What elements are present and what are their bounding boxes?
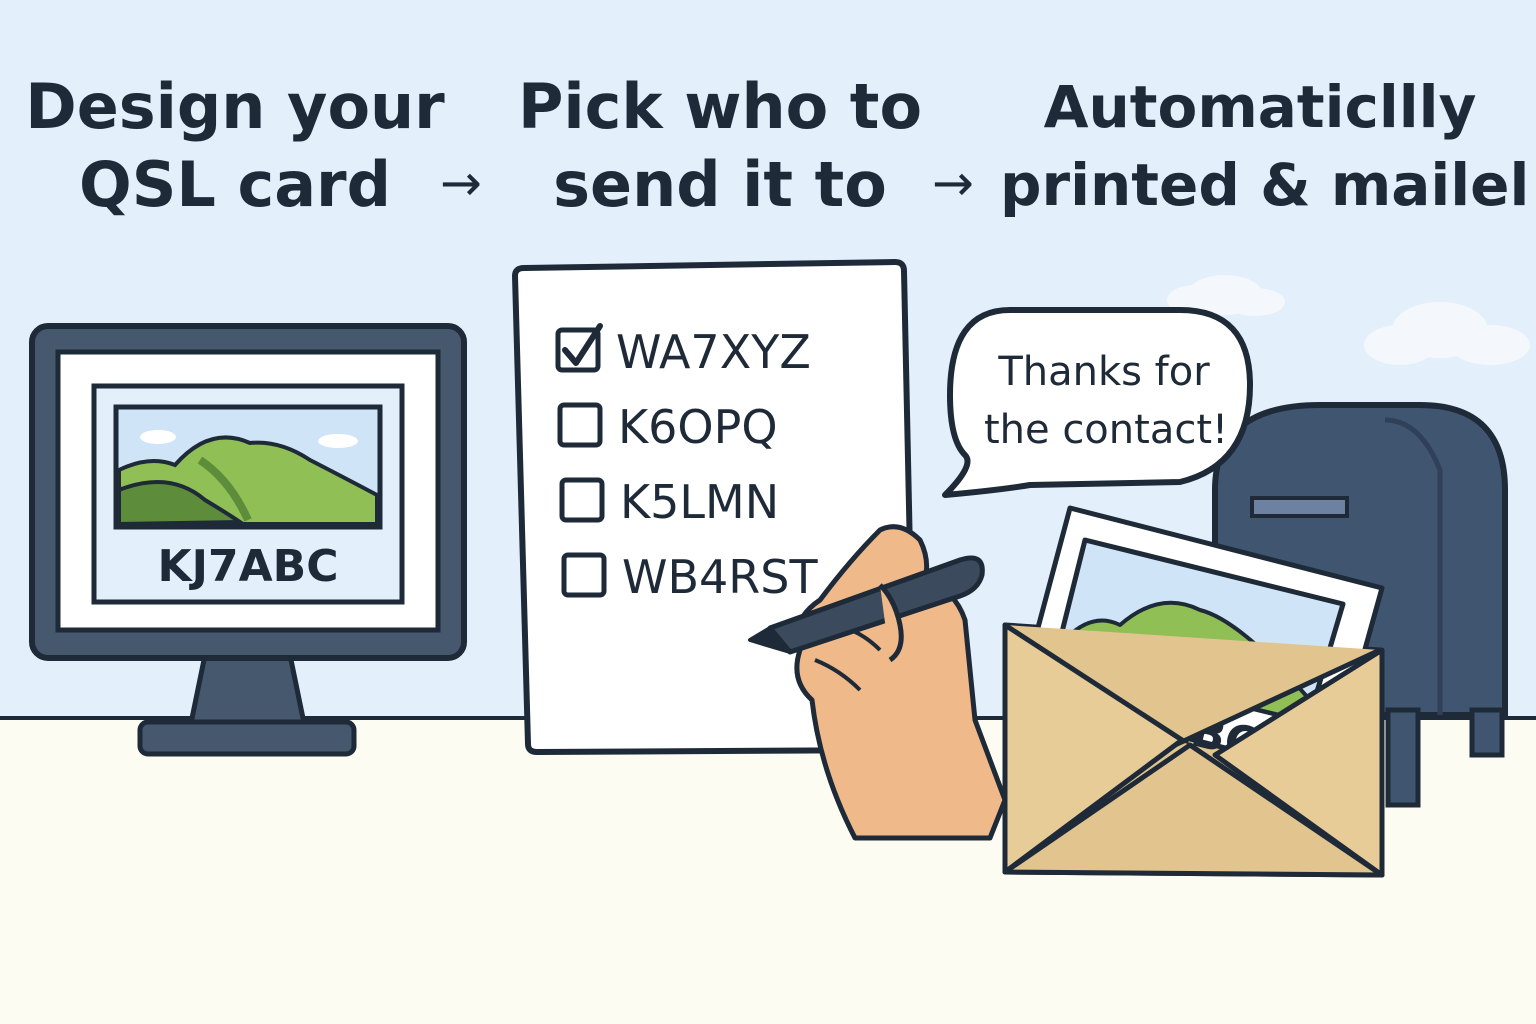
hand-with-pen-icon bbox=[748, 524, 1008, 841]
step-1-heading: Design your QSL card bbox=[20, 68, 450, 224]
recipient-row[interactable]: K5LMN bbox=[559, 475, 779, 529]
envelope-icon: KJABC bbox=[1002, 505, 1385, 878]
step-3-line-1: Automaticllly bbox=[1043, 73, 1477, 141]
step-3-line-2: printed & mailel bbox=[1000, 151, 1530, 219]
arrow-icon: → bbox=[932, 154, 974, 212]
cloud-icon bbox=[1364, 302, 1530, 365]
monitor-icon: KJ7ABC bbox=[29, 323, 467, 757]
pen-icon bbox=[748, 555, 985, 655]
speech-bubble: Thanks for the contact! bbox=[942, 307, 1253, 498]
recipient-checkbox[interactable] bbox=[559, 477, 605, 523]
arrow-icon: → bbox=[440, 154, 482, 212]
recipient-callsign: K5LMN bbox=[620, 475, 779, 529]
card-callsign: KJ7ABC bbox=[158, 541, 339, 592]
step-2-heading: Pick who to send it to bbox=[510, 68, 930, 224]
speech-bubble-line-1: Thanks for bbox=[997, 349, 1210, 395]
recipient-callsign: K6OPQ bbox=[618, 400, 778, 454]
recipient-checkbox[interactable] bbox=[561, 552, 607, 598]
step-2-line-2: send it to bbox=[553, 148, 887, 221]
step-1-line-2: QSL card bbox=[79, 148, 391, 221]
step-2-line-1: Pick who to bbox=[517, 70, 923, 143]
step-1-line-1: Design your bbox=[25, 70, 445, 143]
recipient-row[interactable]: K6OPQ bbox=[557, 400, 778, 454]
recipient-callsign: WB4RST bbox=[622, 550, 818, 604]
checkmark-icon bbox=[562, 323, 603, 366]
recipient-row[interactable]: WA7XYZ bbox=[555, 323, 811, 379]
recipient-callsign: WA7XYZ bbox=[616, 325, 811, 379]
recipient-row[interactable]: WB4RST bbox=[561, 550, 818, 604]
speech-bubble-line-2: the contact! bbox=[984, 407, 1228, 453]
recipient-checkbox[interactable] bbox=[557, 402, 603, 448]
step-3-heading: Automaticllly printed & mailel bbox=[1000, 68, 1530, 224]
